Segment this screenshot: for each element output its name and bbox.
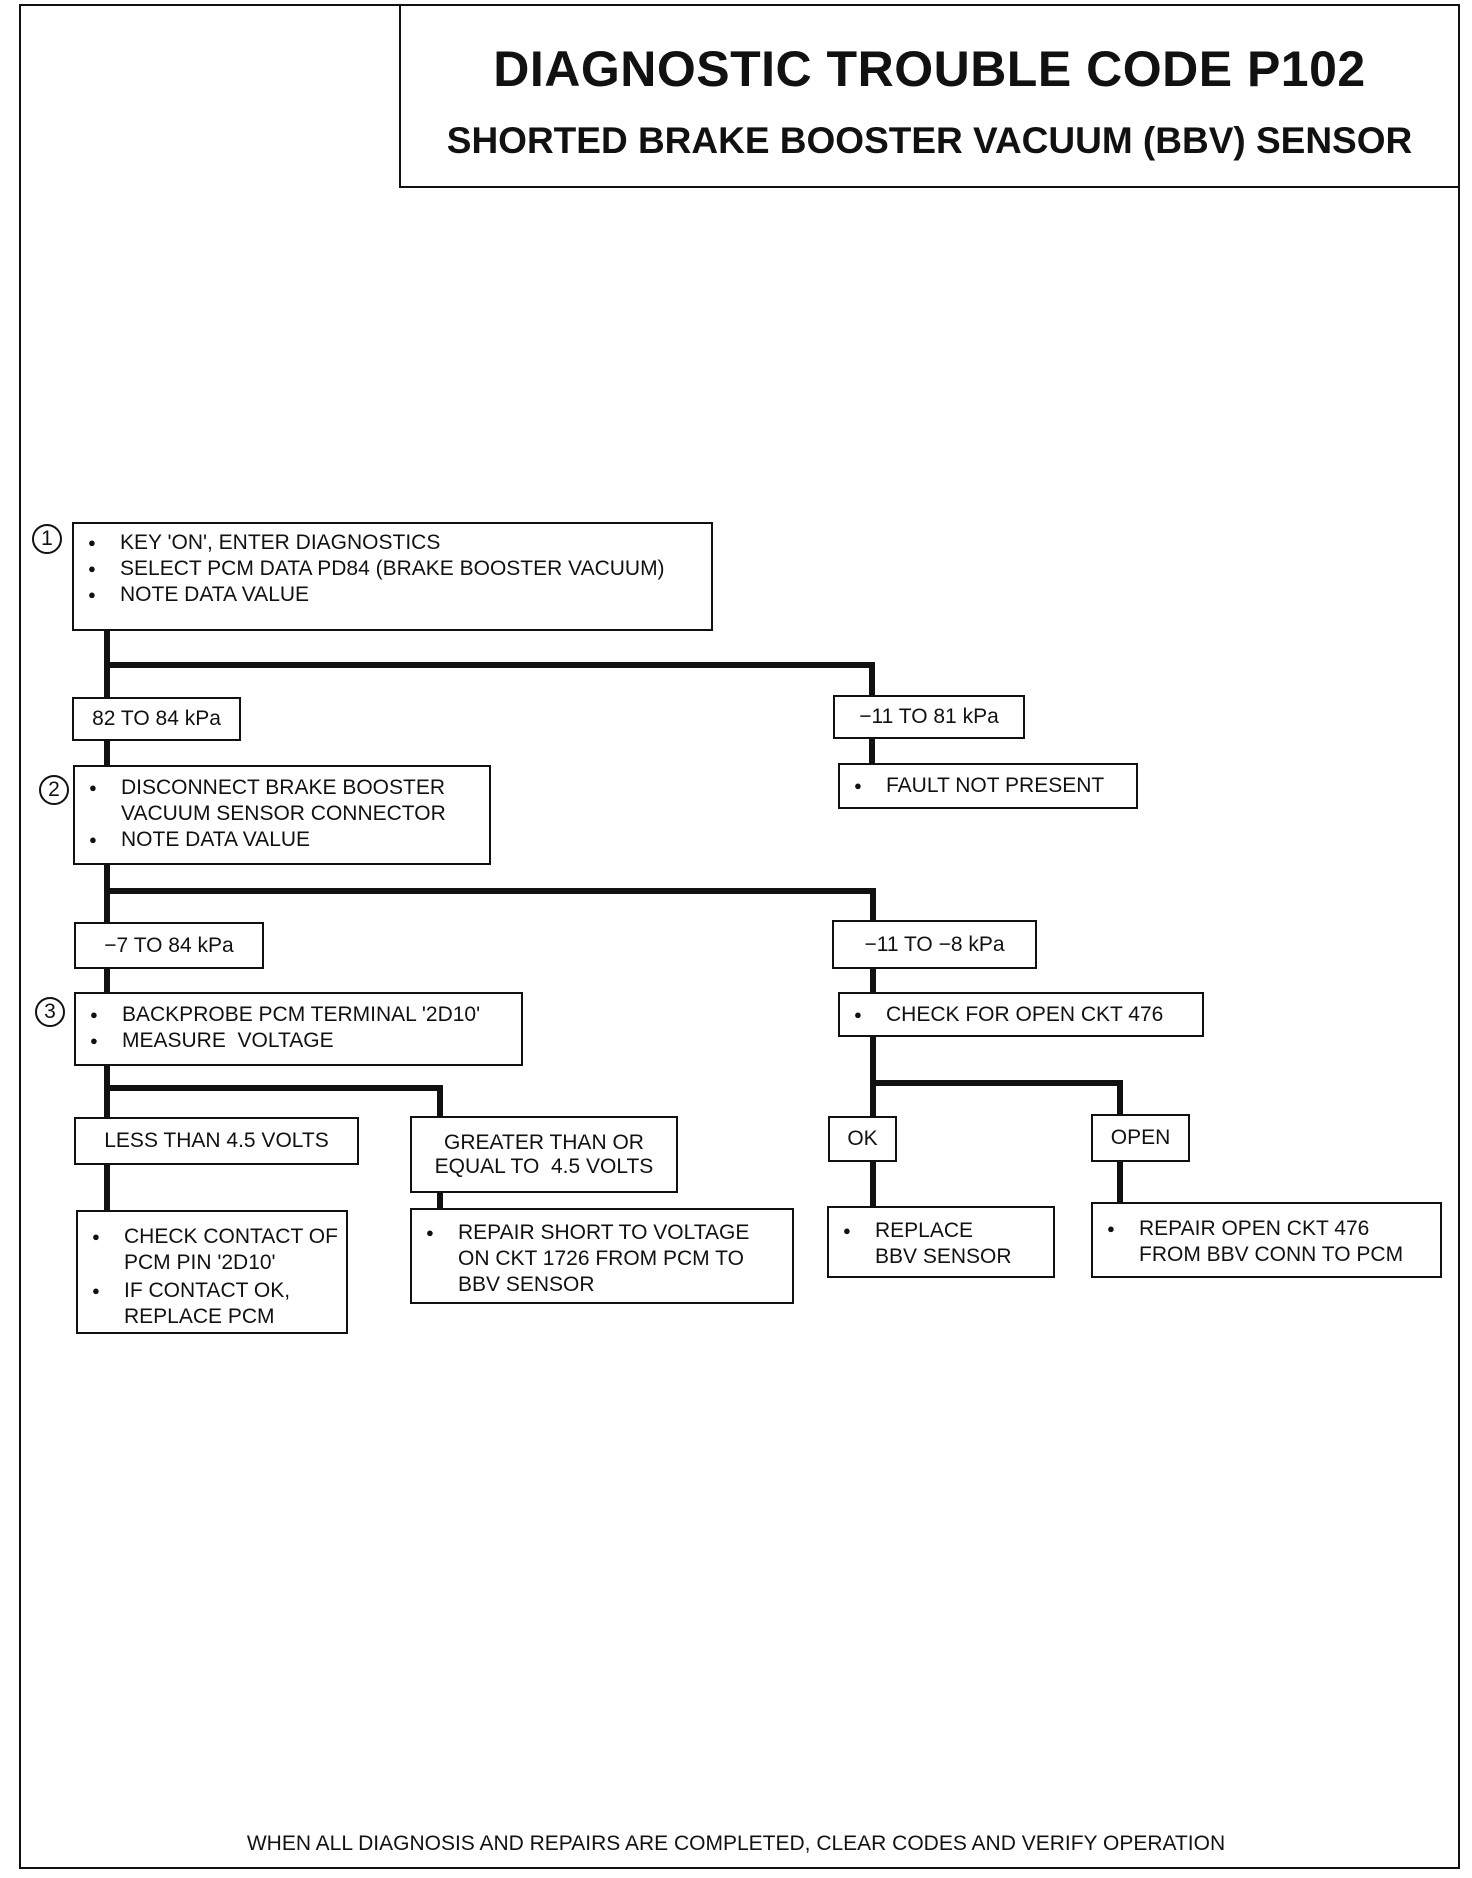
branch-less-than-4-5-volts: LESS THAN 4.5 VOLTS — [74, 1117, 359, 1165]
list-item: CHECK FOR OPEN CKT 476 — [840, 1002, 1202, 1028]
list-item: MEASURE VOLTAGE — [76, 1028, 521, 1054]
branch-82-to-84-kpa: 82 TO 84 kPa — [72, 697, 241, 741]
title-box: DIAGNOSTIC TROUBLE CODE P102 SHORTED BRA… — [399, 4, 1460, 188]
list-item: DISCONNECT BRAKE BOOSTER VACUUM SENSOR C… — [75, 775, 489, 827]
check-open-ckt-list: CHECK FOR OPEN CKT 476 — [840, 1002, 1202, 1028]
repair-short-list: REPAIR SHORT TO VOLTAGE ON CKT 1726 FROM… — [412, 1220, 792, 1298]
step-1-list: KEY 'ON', ENTER DIAGNOSTICS SELECT PCM D… — [74, 530, 711, 608]
step-number-1: 1 — [32, 524, 62, 554]
branch-neg11-to-81-kpa: −11 TO 81 kPa — [833, 695, 1025, 739]
branch-neg11-to-neg8-kpa: −11 TO −8 kPa — [832, 920, 1037, 969]
replace-bbv-box: REPLACE BBV SENSOR — [827, 1206, 1055, 1278]
list-item: REPAIR OPEN CKT 476 FROM BBV CONN TO PCM — [1093, 1216, 1440, 1268]
list-item: CHECK CONTACT OF PCM PIN '2D10' — [78, 1224, 346, 1276]
page-title: DIAGNOSTIC TROUBLE CODE P102 — [493, 41, 1366, 97]
list-item: IF CONTACT OK, REPLACE PCM — [78, 1278, 346, 1330]
list-item: NOTE DATA VALUE — [75, 827, 489, 853]
fault-not-present-box: FAULT NOT PRESENT — [838, 763, 1138, 809]
connector-check-to-open — [873, 1080, 1123, 1116]
list-item: SELECT PCM DATA PD84 (BRAKE BOOSTER VACU… — [74, 556, 711, 582]
list-item: REPLACE BBV SENSOR — [829, 1218, 1053, 1270]
repair-open-list: REPAIR OPEN CKT 476 FROM BBV CONN TO PCM — [1093, 1216, 1440, 1268]
replace-bbv-list: REPLACE BBV SENSOR — [829, 1218, 1053, 1270]
page-subtitle: SHORTED BRAKE BOOSTER VACUUM (BBV) SENSO… — [446, 120, 1413, 161]
step-3-box: BACKPROBE PCM TERMINAL '2D10' MEASURE VO… — [74, 992, 523, 1066]
footer-note: WHEN ALL DIAGNOSIS AND REPAIRS ARE COMPL… — [246, 1832, 1226, 1855]
step-3-list: BACKPROBE PCM TERMINAL '2D10' MEASURE VO… — [76, 1002, 521, 1054]
branch-neg7-to-84-kpa: −7 TO 84 kPa — [74, 922, 264, 969]
check-open-ckt-box: CHECK FOR OPEN CKT 476 — [838, 992, 1204, 1037]
check-contact-list: CHECK CONTACT OF PCM PIN '2D10' IF CONTA… — [78, 1224, 346, 1330]
branch-open: OPEN — [1091, 1114, 1190, 1162]
step-number-2: 2 — [39, 775, 69, 805]
branch-ok: OK — [828, 1116, 897, 1162]
connector-step1-right — [107, 662, 875, 697]
connector-step2-right — [107, 888, 876, 922]
step-2-box: DISCONNECT BRAKE BOOSTER VACUUM SENSOR C… — [73, 765, 491, 865]
fault-not-present-list: FAULT NOT PRESENT — [840, 773, 1136, 799]
repair-open-box: REPAIR OPEN CKT 476 FROM BBV CONN TO PCM — [1091, 1202, 1442, 1278]
list-item: REPAIR SHORT TO VOLTAGE ON CKT 1726 FROM… — [412, 1220, 792, 1298]
list-item: BACKPROBE PCM TERMINAL '2D10' — [76, 1002, 521, 1028]
list-item: FAULT NOT PRESENT — [840, 773, 1136, 799]
step-2-list: DISCONNECT BRAKE BOOSTER VACUUM SENSOR C… — [75, 775, 489, 853]
branch-greater-than-or-equal-4-5-volts: GREATER THAN OR EQUAL TO 4.5 VOLTS — [410, 1116, 678, 1193]
list-item: KEY 'ON', ENTER DIAGNOSTICS — [74, 530, 711, 556]
check-contact-box: CHECK CONTACT OF PCM PIN '2D10' IF CONTA… — [76, 1210, 348, 1334]
list-item: NOTE DATA VALUE — [74, 582, 711, 608]
repair-short-box: REPAIR SHORT TO VOLTAGE ON CKT 1726 FROM… — [410, 1208, 794, 1304]
step-1-box: KEY 'ON', ENTER DIAGNOSTICS SELECT PCM D… — [72, 522, 713, 631]
step-number-3: 3 — [35, 997, 65, 1027]
connector-step3-right — [107, 1085, 443, 1117]
